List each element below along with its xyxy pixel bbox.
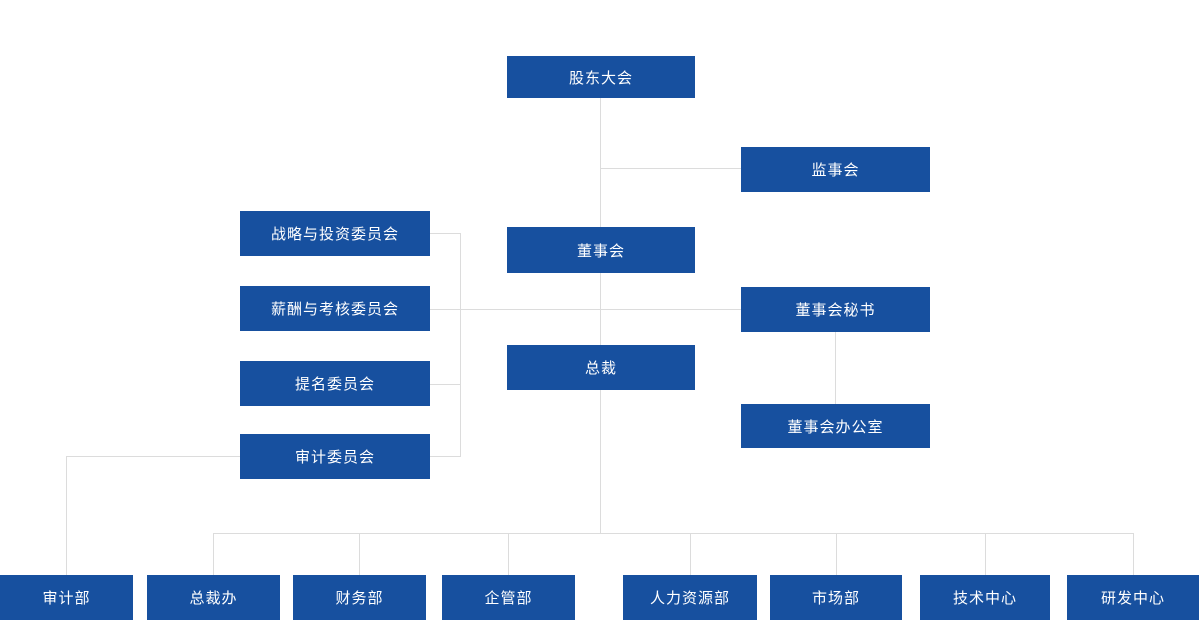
org-node-finance-dept: 财务部 [293, 575, 426, 620]
connector-nomination-committee-stub [430, 384, 460, 385]
connector-to-audit-dept [66, 456, 67, 575]
org-node-president-office: 总裁办 [147, 575, 280, 620]
connector-drop-marketing-dept [836, 533, 837, 575]
org-node-rd-center: 研发中心 [1067, 575, 1199, 620]
org-node-technology-center: 技术中心 [920, 575, 1050, 620]
connector-drop-technology-center [985, 533, 986, 575]
org-node-marketing-dept: 市场部 [770, 575, 902, 620]
org-node-nomination-committee: 提名委员会 [240, 361, 430, 406]
org-node-board-secretary: 董事会秘书 [741, 287, 930, 332]
org-node-compensation-assessment-committee: 薪酬与考核委员会 [240, 286, 430, 331]
org-node-board-of-directors: 董事会 [507, 227, 695, 273]
connector-drop-rd-center [1133, 533, 1134, 575]
org-node-enterprise-mgmt-dept: 企管部 [442, 575, 575, 620]
org-node-shareholders-meeting: 股东大会 [507, 56, 695, 98]
org-node-president: 总裁 [507, 345, 695, 390]
org-node-audit-dept: 审计部 [0, 575, 133, 620]
connector-drop-enterprise-mgmt-dept [508, 533, 509, 575]
connector-strategy-committee-stub [430, 233, 460, 234]
connector-department-trunk [213, 533, 1133, 534]
connector-secretary-to-board-office [835, 332, 836, 404]
org-node-board-office: 董事会办公室 [741, 404, 930, 448]
connector-drop-finance-dept [359, 533, 360, 575]
org-node-supervisory-board: 监事会 [741, 147, 930, 192]
connector-committee-trunk [460, 233, 461, 457]
connector-to-supervisory-board [600, 168, 741, 169]
connector-drop-hr-dept [690, 533, 691, 575]
org-node-strategy-investment-committee: 战略与投资委员会 [240, 211, 430, 256]
connector-president-to-trunk [600, 390, 601, 533]
org-node-audit-committee: 审计委员会 [240, 434, 430, 479]
connector-audit-committee-left [66, 456, 240, 457]
connector-drop-president-office [213, 533, 214, 575]
connector-audit-committee-stub [430, 456, 460, 457]
connector-committees-to-board-secretary [430, 309, 741, 310]
org-node-hr-dept: 人力资源部 [623, 575, 757, 620]
connector-shareholders-to-board [600, 97, 601, 227]
